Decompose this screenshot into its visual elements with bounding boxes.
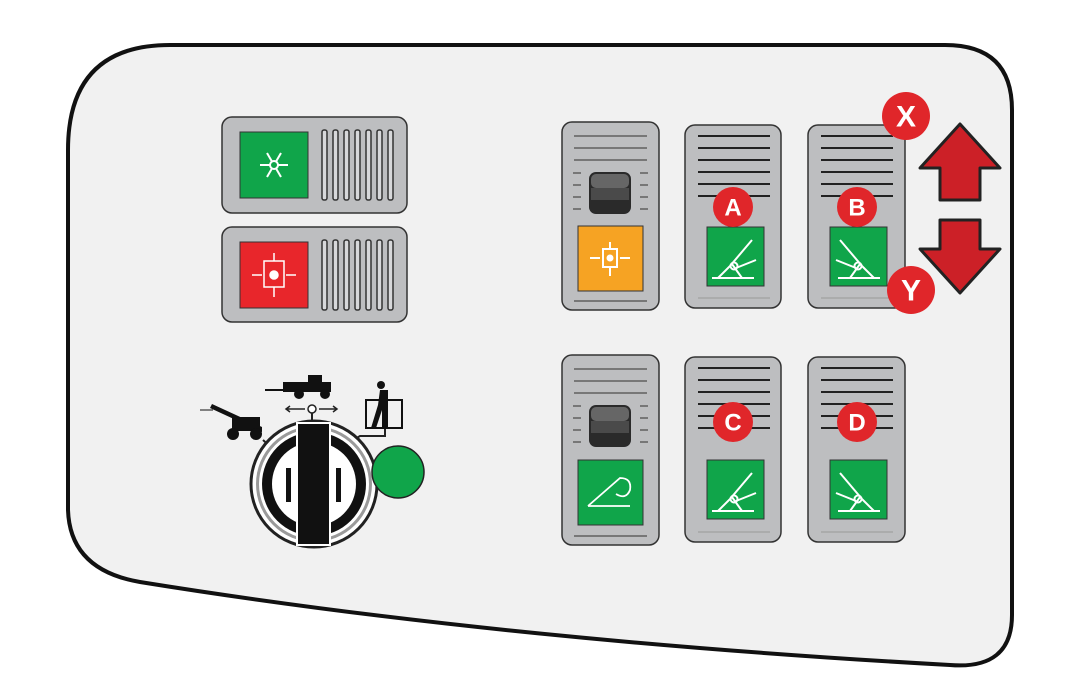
callout-a: A (713, 187, 753, 227)
svg-text:B: B (848, 195, 865, 222)
svg-text:Y: Y (901, 275, 921, 308)
svg-text:X: X (896, 101, 916, 134)
callout-c: C (713, 402, 753, 442)
rocker-switch-air-conditioning[interactable] (222, 117, 407, 213)
status-indicator-green (372, 446, 424, 498)
svg-text:D: D (848, 410, 865, 437)
callout-b: B (837, 187, 877, 227)
callout-x: X (882, 92, 930, 140)
switch-hydraulic-pressure[interactable] (562, 122, 659, 310)
rocker-switch-hydraulic-filter[interactable] (222, 227, 407, 322)
callout-d: D (837, 402, 877, 442)
rocker-ridges (322, 130, 393, 200)
key-switch[interactable] (251, 421, 377, 547)
rocker-ridges (322, 240, 393, 310)
switch-d[interactable] (808, 357, 905, 542)
svg-text:C: C (724, 410, 741, 437)
svg-text:A: A (724, 195, 741, 222)
callout-y: Y (887, 266, 935, 314)
switch-c[interactable] (685, 357, 781, 542)
switch-float-mode[interactable] (562, 355, 659, 545)
